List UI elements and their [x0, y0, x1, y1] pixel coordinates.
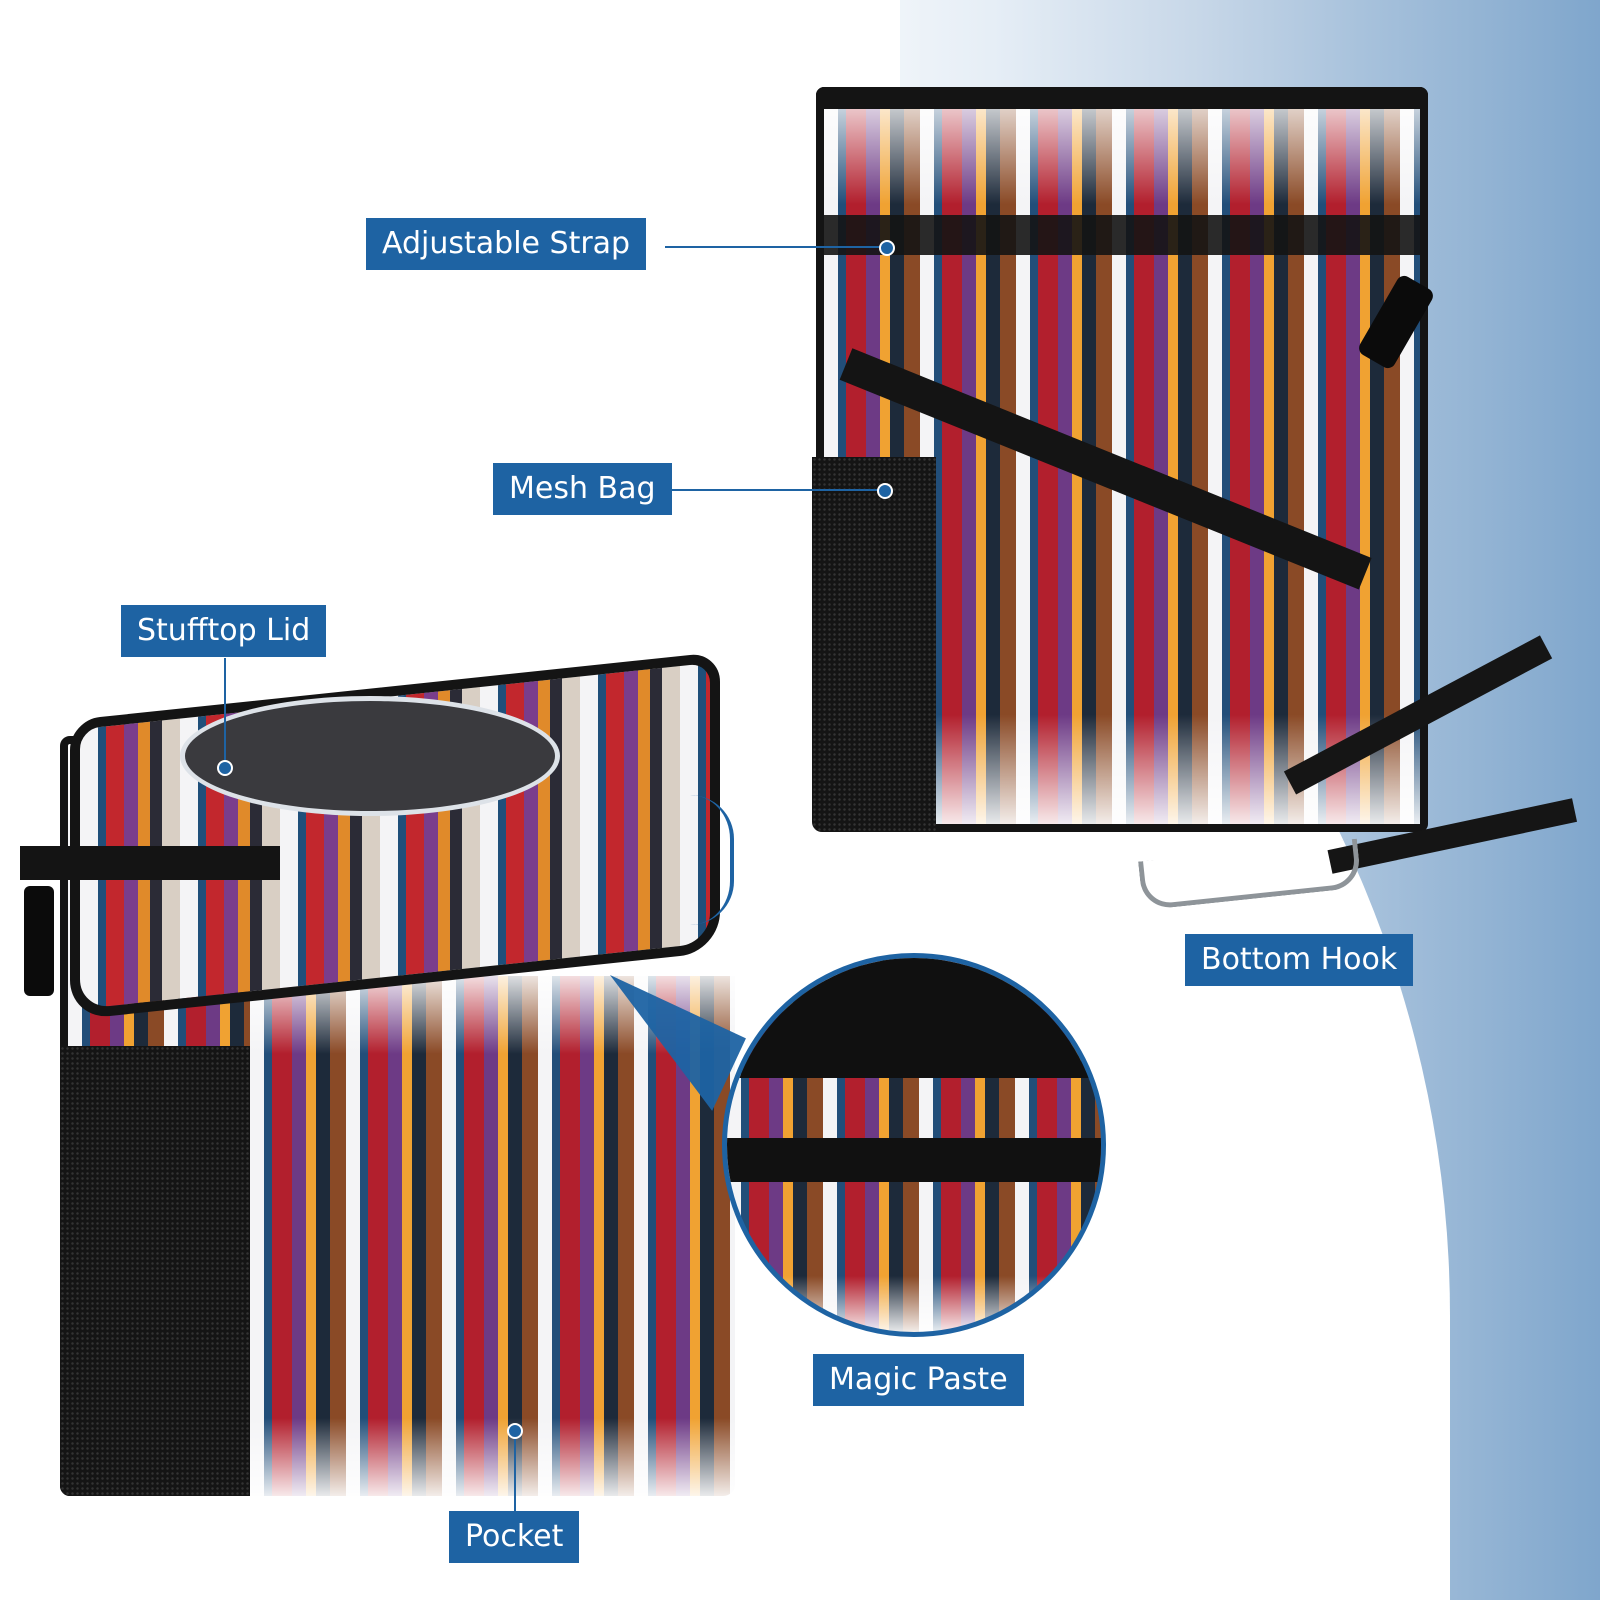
leader-line [224, 658, 226, 762]
zoom-lining [727, 958, 1101, 1078]
label-bottom-hook: Bottom Hook [1185, 934, 1414, 986]
leader-dot [877, 483, 893, 499]
magic-paste-strip [727, 1138, 1101, 1182]
leader-dot [217, 760, 233, 776]
leader-dot [507, 1423, 523, 1439]
label-mesh-bag: Mesh Bag [493, 463, 672, 515]
open-arrow-icon [690, 795, 734, 925]
leader-line [665, 246, 885, 248]
side-strap [20, 846, 280, 880]
leader-line [514, 1432, 516, 1512]
leader-line [665, 489, 885, 491]
label-magic-paste: Magic Paste [813, 1354, 1024, 1406]
bag-front [250, 976, 735, 1496]
leader-dot [879, 240, 895, 256]
bag-rim [816, 87, 1428, 109]
bag-front-view [20, 651, 735, 1506]
magic-paste-zoom [722, 953, 1106, 1337]
bag-back-view [812, 87, 1436, 832]
label-pocket: Pocket [449, 1511, 580, 1563]
mesh-bag [812, 457, 936, 832]
side-pocket [60, 1046, 260, 1496]
stufftop-lid [180, 696, 560, 816]
label-stufftop-lid: Stufftop Lid [121, 605, 327, 657]
label-adjustable-strap: Adjustable Strap [366, 218, 647, 270]
side-buckle [24, 886, 54, 996]
strap-band [816, 215, 1428, 255]
